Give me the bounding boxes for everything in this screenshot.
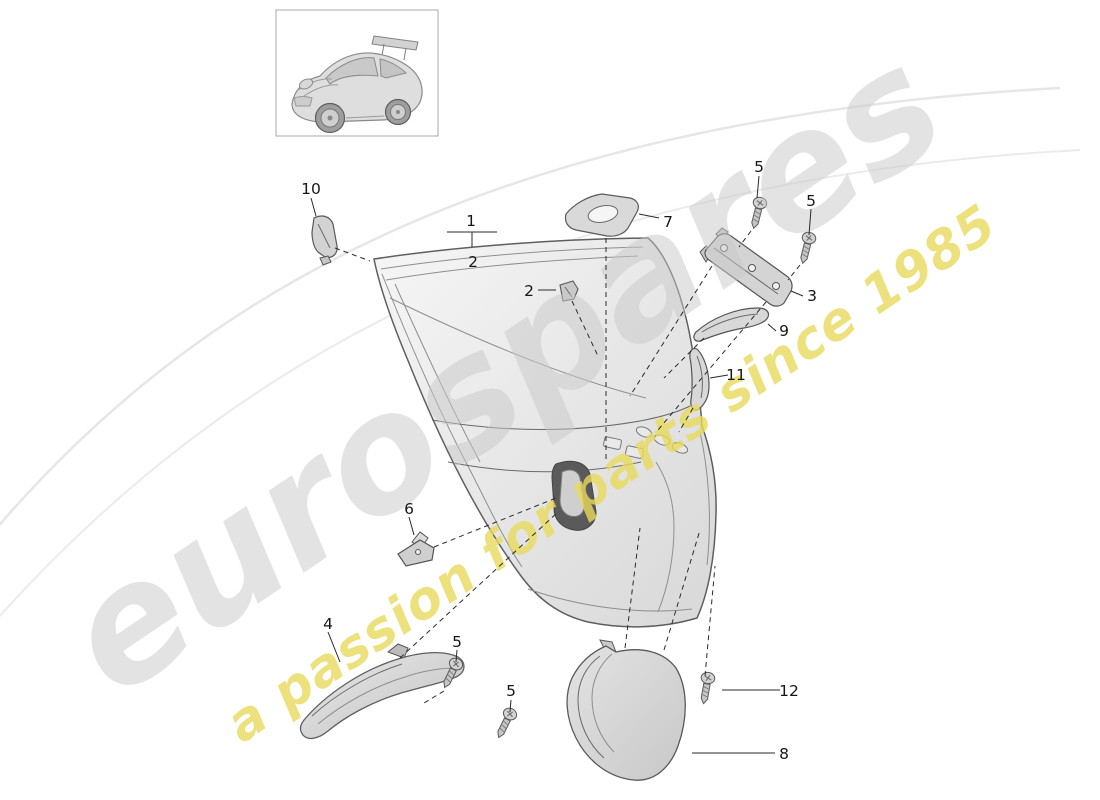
callout-7: 7 [663, 213, 673, 231]
part-5-screw-armrest-b [491, 705, 520, 741]
dash-line-8a [624, 527, 641, 649]
callout-8: 8 [779, 745, 789, 763]
callout-2-clip: 2 [524, 282, 534, 300]
car-rear-wing [371, 35, 419, 51]
assembly-dash-lines [334, 230, 801, 704]
part-8-door-pocket [566, 639, 686, 781]
leader-7 [638, 213, 660, 219]
watermark: eurospares a passion for parts since 198… [32, 11, 1008, 755]
leader-5c [455, 649, 458, 663]
dash-line-3b [657, 301, 767, 431]
leader-6 [408, 516, 415, 536]
callout-9: 9 [779, 322, 789, 340]
swoosh-arc [0, 86, 1061, 527]
car-front-intake [293, 96, 313, 107]
dash-line-5c [423, 690, 445, 704]
leader-3 [790, 290, 804, 297]
part-2-clip [559, 280, 579, 302]
leader-5a [756, 175, 760, 199]
leader-lines [310, 175, 812, 754]
dash-line-2 [571, 300, 599, 357]
exploded-parts-group [299, 193, 818, 781]
car-side-window [379, 58, 407, 79]
part-6-bracket [397, 531, 435, 567]
dash-line-5b [787, 264, 801, 281]
callout-1: 1 [466, 212, 476, 230]
car-thumbnail-box [275, 9, 439, 137]
callout-6: 6 [404, 500, 414, 518]
callout-10: 10 [301, 180, 321, 198]
callout-labels: 10 1 2 7 2 5 5 3 9 11 6 4 5 5 12 8 [301, 158, 817, 763]
part-9-trim-strip [693, 307, 770, 342]
part-7-bezel [564, 193, 639, 237]
part-10-bracket [311, 215, 338, 266]
leader-4 [327, 631, 341, 663]
car-headlight [298, 78, 314, 90]
callout-11: 11 [726, 366, 746, 384]
callout-5-arm-a: 5 [452, 633, 462, 651]
callout-5-top-b: 5 [806, 192, 816, 210]
leader-5b [808, 208, 812, 236]
leader-9 [767, 323, 777, 332]
dash-line-5a [738, 230, 752, 248]
dash-line-6 [433, 497, 557, 548]
callout-5-top-a: 5 [754, 158, 764, 176]
part-12-screw [696, 670, 717, 706]
callout-5-arm-b: 5 [506, 682, 516, 700]
dash-line-12 [704, 565, 716, 677]
car-windshield [325, 57, 379, 85]
car-illustration [291, 35, 423, 134]
door-handle-lever [559, 469, 585, 517]
callout-3: 3 [807, 287, 817, 305]
dash-line-11 [678, 407, 694, 433]
leader-1-2-bracket [447, 231, 497, 247]
callout-2-variant: 2 [468, 253, 478, 271]
callout-12: 12 [779, 682, 799, 700]
leader-5d [509, 699, 512, 713]
part-4-armrest [299, 643, 465, 740]
dash-line-10 [334, 247, 371, 262]
leader-11 [709, 374, 729, 379]
dash-line-8b [663, 529, 701, 651]
watermark-brand-text: eurospares [32, 11, 975, 732]
part-door-trim-panel [373, 237, 717, 628]
leader-10 [310, 197, 317, 217]
dash-line-9 [663, 337, 705, 379]
callout-4: 4 [323, 615, 333, 633]
dash-line-3a [629, 265, 713, 397]
